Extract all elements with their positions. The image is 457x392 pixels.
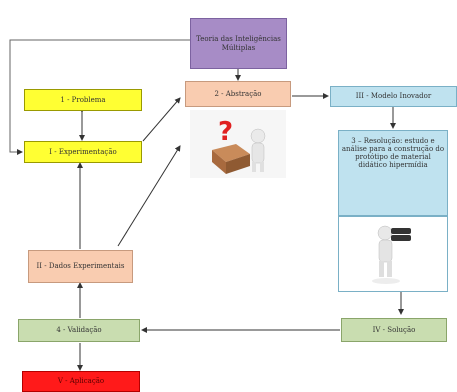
- binoculars-illustration: [338, 216, 448, 292]
- node-solucao: IV - Solução: [341, 318, 447, 342]
- node-teoria: Teoria das Inteligências Múltiplas: [190, 18, 287, 69]
- node-problema-label: 1 - Problema: [60, 95, 106, 104]
- node-experimentacao-label: I - Experimentação: [49, 147, 117, 156]
- node-resolucao-label: 3 – Resolução: estudo e análise para a c…: [341, 137, 445, 170]
- node-abstracao-label: 2 - Abstração: [214, 89, 262, 98]
- node-dados-label: II - Dados Experimentais: [36, 262, 125, 271]
- arrow-experimentacao-to-abstracao: [142, 97, 181, 142]
- node-aplicacao-label: V - Aplicação: [57, 377, 105, 386]
- node-aplicacao: V - Aplicação: [22, 371, 140, 392]
- node-validacao: 4 - Validação: [18, 319, 140, 342]
- svg-text:?: ?: [218, 117, 233, 147]
- node-experimentacao: I - Experimentação: [24, 141, 142, 163]
- node-modelo-label: III - Modelo Inovador: [355, 92, 432, 101]
- node-abstracao: 2 - Abstração: [185, 81, 291, 107]
- question-mark-illustration: ?: [190, 110, 286, 178]
- node-resolucao: 3 – Resolução: estudo e análise para a c…: [338, 130, 448, 216]
- binoculars-figure-icon: [372, 225, 411, 284]
- node-dados: II - Dados Experimentais: [28, 250, 133, 283]
- node-solucao-label: IV - Solução: [372, 325, 416, 334]
- node-problema: 1 - Problema: [24, 89, 142, 111]
- node-validacao-label: 4 - Validação: [56, 326, 102, 335]
- node-teoria-label: Teoria das Inteligências Múltiplas: [196, 35, 281, 52]
- node-modelo: III - Modelo Inovador: [330, 86, 457, 107]
- arrow-dados-to-abstracao: [117, 145, 181, 247]
- question-mark-icon: ?: [190, 110, 286, 178]
- arrow-teoria-to-experimentacao: [9, 39, 190, 155]
